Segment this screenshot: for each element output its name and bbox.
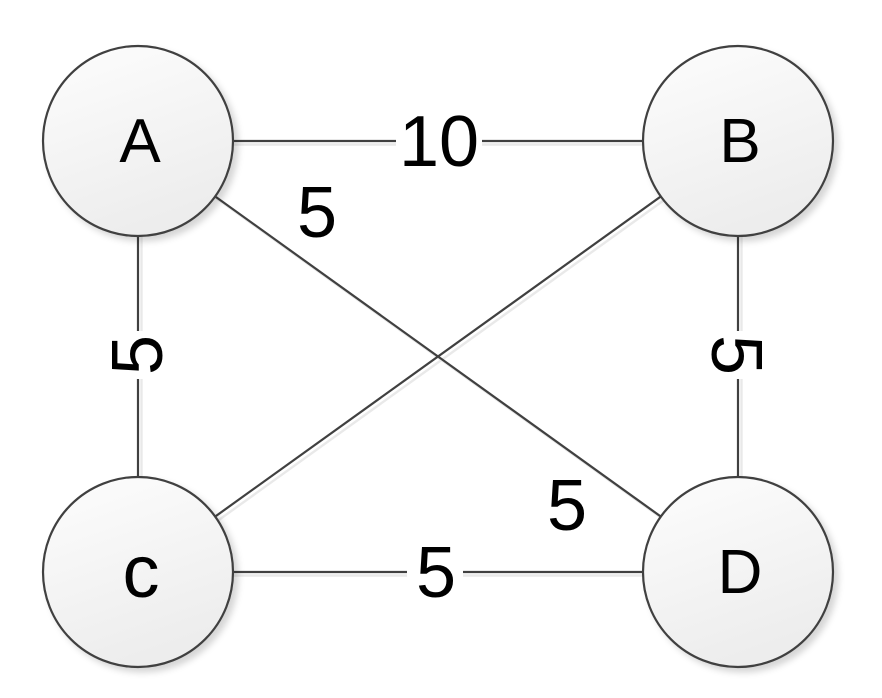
node-c-label: c <box>123 530 160 613</box>
edges <box>136 139 740 574</box>
node-b-circle <box>641 44 835 238</box>
edge-a-c-weight: 5 <box>98 335 178 375</box>
node-c-circle <box>41 475 235 669</box>
edge-a-c-label-gap <box>112 331 162 379</box>
edge-c-d-weight: 5 <box>416 533 456 613</box>
edge-b-d-label-gap <box>712 331 762 379</box>
edge-a-d-weight: 5 <box>297 173 337 253</box>
edge-b-c <box>137 140 739 573</box>
edge-b-c-weight: 5 <box>547 466 587 546</box>
edge-a-b-weight: 10 <box>399 102 479 182</box>
node-d-label: D <box>718 538 763 607</box>
edge-b-d-weight: 5 <box>696 335 776 375</box>
edge-a-b-label-gap <box>396 107 482 173</box>
node-d-circle <box>641 475 835 669</box>
edge-c-d-label-gap <box>407 539 463 603</box>
node-b-label: B <box>719 107 760 176</box>
node-a-label: A <box>119 107 161 176</box>
node-a-circle <box>41 44 235 238</box>
